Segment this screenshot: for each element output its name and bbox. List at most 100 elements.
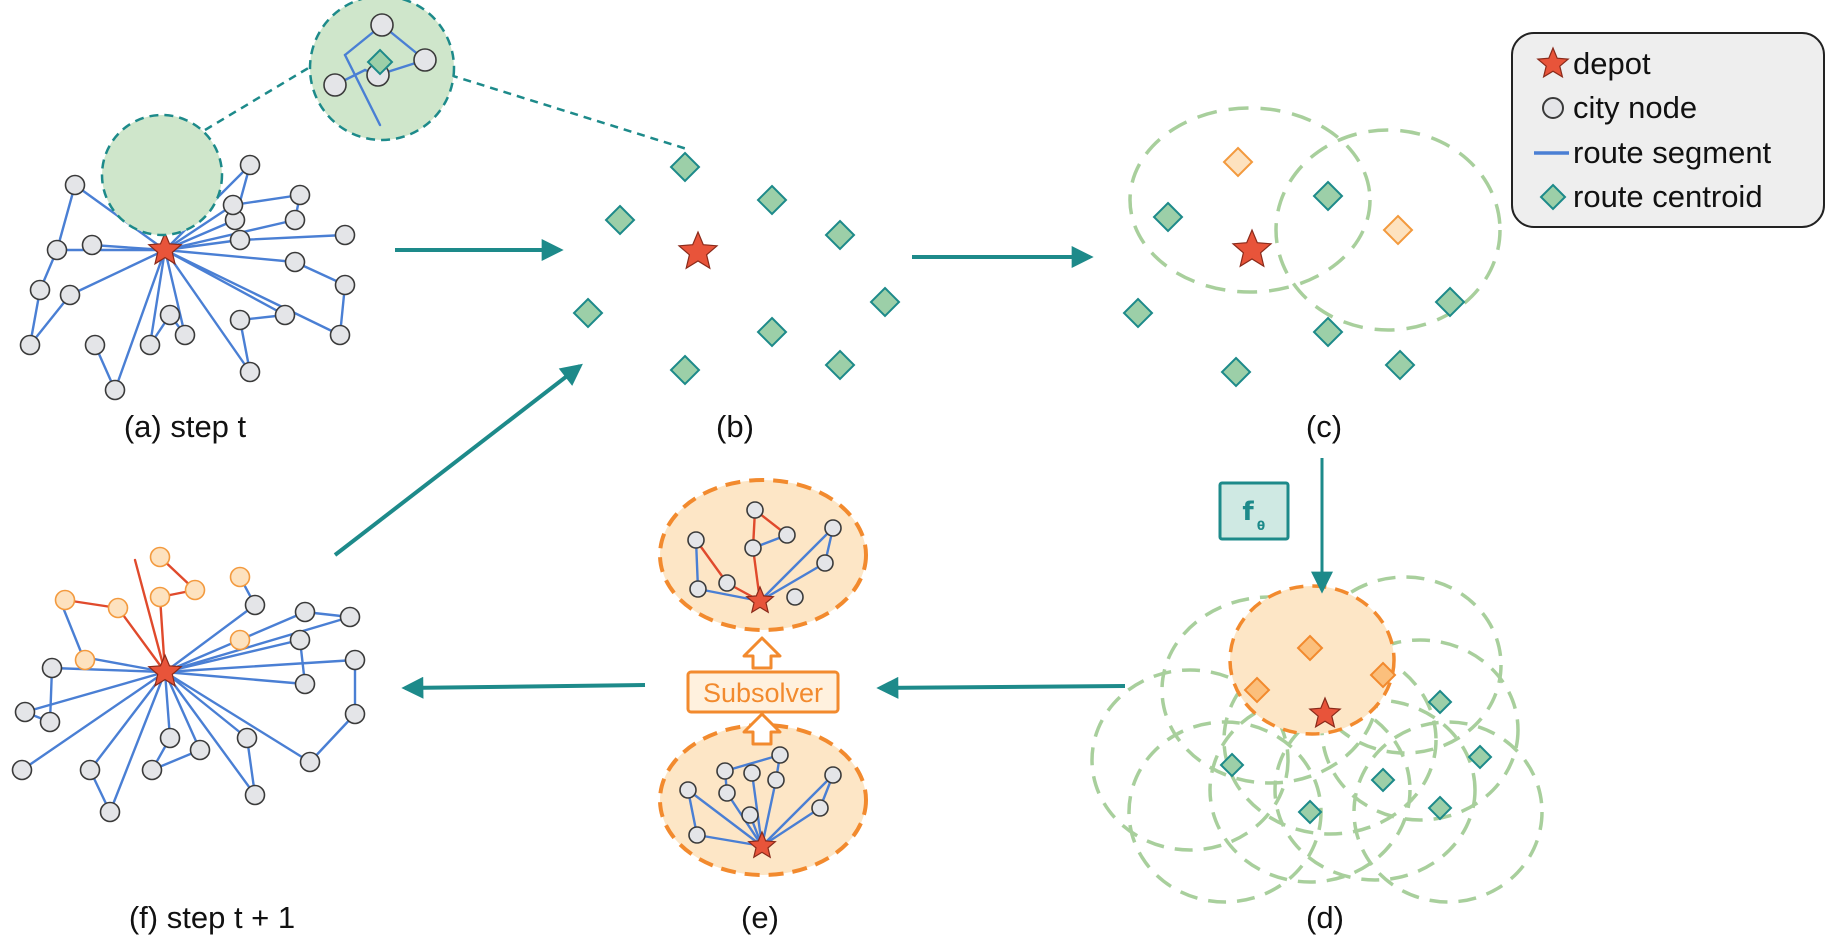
- route-segment: [23, 670, 167, 714]
- route-zoom-content: [323, 13, 437, 127]
- route-segment: [20, 670, 167, 772]
- city-node: [294, 673, 316, 695]
- legend-box: [1511, 32, 1825, 228]
- city-node: [744, 539, 762, 557]
- f-theta-sub: θ: [1257, 519, 1265, 533]
- city-node: [46, 239, 68, 261]
- city-node: [323, 73, 347, 97]
- route-segment: [163, 658, 357, 674]
- legend-label-route-segment: route segment: [1573, 135, 1772, 170]
- caption-e: (e): [741, 900, 779, 935]
- panel-f-step-t-plus-1: [11, 546, 366, 823]
- city-node: [229, 309, 251, 331]
- city-node: [339, 606, 361, 628]
- route-segment: [163, 670, 312, 764]
- city-node: [811, 799, 829, 817]
- route-segment: [758, 561, 827, 603]
- city-node: [771, 746, 789, 764]
- route-centroid-icon: [1434, 286, 1466, 318]
- route-segment: [758, 526, 835, 603]
- route-segment: [760, 778, 778, 848]
- city-node: [299, 751, 321, 773]
- city-node: [222, 194, 244, 216]
- city-node: [688, 826, 706, 844]
- neighborhood-circle: [1090, 668, 1290, 852]
- route-centroid-icon: [824, 219, 856, 251]
- selected-centroid-icon: [1243, 676, 1271, 704]
- city-node: [687, 531, 705, 549]
- city-node: [41, 657, 63, 679]
- route-segment: [163, 248, 187, 337]
- route-centroid-icon: [669, 354, 701, 386]
- city-node: [786, 588, 804, 606]
- legend-label-depot: depot: [1573, 46, 1651, 81]
- city-node: [239, 154, 261, 176]
- city-node: [99, 801, 121, 823]
- city-node: [274, 304, 296, 326]
- route-segment: [108, 670, 167, 814]
- city-node: [718, 574, 736, 592]
- selected-centroid-icon: [1222, 146, 1254, 178]
- route-segment: [116, 606, 167, 674]
- route-centroid-icon: [756, 316, 788, 348]
- city-node: [149, 586, 171, 608]
- route-segment: [163, 248, 252, 374]
- panel-e-subsolver: Subsolver: [658, 478, 868, 877]
- route-centroid-icon: [1312, 180, 1344, 212]
- city-node: [743, 764, 761, 782]
- depot-star-icon: [677, 230, 719, 270]
- city-node: [39, 711, 61, 733]
- city-node: [14, 701, 36, 723]
- city-node: [294, 601, 316, 623]
- route-segment: [231, 193, 302, 207]
- selected-centroid-icon: [1369, 661, 1397, 689]
- f-theta-main: f: [1242, 497, 1254, 527]
- city-node: [413, 48, 437, 72]
- route-segment: [308, 712, 357, 764]
- route-centroid-icon: [1297, 799, 1323, 825]
- city-node: [29, 279, 51, 301]
- route-segment: [163, 603, 257, 674]
- city-node: [54, 589, 76, 611]
- city-node: [289, 184, 311, 206]
- up-arrow-icon: [742, 636, 782, 670]
- route-segment: [88, 670, 167, 772]
- route-zoom-circle-small: [100, 113, 224, 237]
- route-segment: [163, 638, 302, 674]
- up-arrow-icon: [742, 712, 782, 746]
- city-node: [81, 234, 103, 256]
- route-centroid-icon: [1384, 349, 1416, 381]
- route-segment: [163, 670, 257, 797]
- city-node: [174, 324, 196, 346]
- route-centroid-icon: [604, 204, 636, 236]
- city-node: [289, 629, 311, 651]
- city-node: [236, 727, 258, 749]
- city-node: [746, 501, 764, 519]
- route-segment: [163, 218, 297, 252]
- city-node: [189, 739, 211, 761]
- route-centroid-icon: [824, 349, 856, 381]
- depot-star-icon: [147, 653, 183, 688]
- captions: (a) step t (b) (c) (d) (e) (f) step t + …: [124, 409, 1344, 935]
- selected-centroid-icon: [1296, 634, 1324, 662]
- city-node: [107, 597, 129, 619]
- city-node: [229, 229, 251, 251]
- route-segment: [163, 248, 297, 264]
- city-node: [679, 781, 697, 799]
- route-centroid-icon: [1152, 201, 1184, 233]
- city-node: [344, 649, 366, 671]
- route-segment: [723, 753, 782, 773]
- route-segment: [750, 771, 764, 848]
- route-centroid-icon: [1370, 767, 1396, 793]
- route-centroid-icon: [366, 48, 394, 76]
- selected-subproblem-region: [1228, 584, 1396, 736]
- city-node: [741, 806, 759, 824]
- route-segment: [343, 53, 382, 127]
- caption-c: (c): [1306, 409, 1342, 444]
- city-node: [229, 629, 251, 651]
- caption-a: (a) step t: [124, 409, 247, 444]
- selected-centroid-icon: [1382, 214, 1414, 246]
- route-centroid-icon: [1219, 752, 1245, 778]
- caption-b: (b): [716, 409, 754, 444]
- route-segment: [55, 183, 77, 252]
